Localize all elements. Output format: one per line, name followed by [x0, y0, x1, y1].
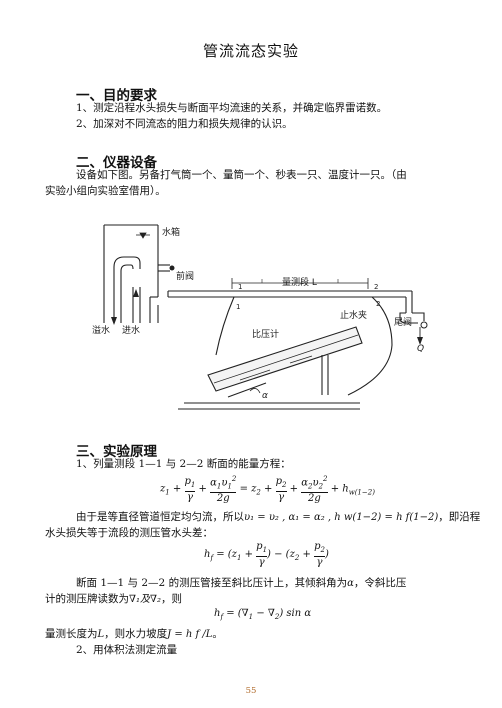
principle-line-5-end: ，则 — [160, 593, 182, 605]
principle-line-6: 量测长度为L，则水力坡度J = h f /L。 — [45, 626, 223, 643]
label-water-tank: 水箱 — [162, 226, 180, 238]
principle-line-4: 断面 1—1 与 2—2 的测压管接至斜比压计上，其倾斜角为α，令斜比压 — [76, 575, 406, 592]
label-point-2: 2 — [374, 283, 378, 291]
front-valve-icon — [169, 265, 175, 271]
principle-line-6-mid: ，则水力坡度 — [104, 628, 168, 640]
label-overflow: 溢水 — [92, 324, 110, 336]
label-point-1: 1 — [238, 283, 242, 291]
label-clamp: 止水夹 — [340, 309, 367, 321]
principle-line-3: 水头损失等于流段的测压管水头差： — [45, 527, 213, 539]
page-title: 管流流态实验 — [202, 42, 299, 60]
section-heading-objectives: 一、目的要求 — [76, 88, 157, 104]
page-number: 55 — [245, 686, 257, 696]
principle-line-6-L: L — [97, 629, 105, 640]
inflow-arrow — [133, 289, 139, 297]
principle-line-6-end: 。 — [212, 628, 223, 640]
principle-line-2-text: 由于是等直径管道恒定均匀流，所以 — [76, 511, 244, 523]
overflow-pipe — [113, 256, 141, 323]
equipment-text-line-1: 设备如下图。另备打气筒一个、量筒一个、秒表一只、温度计一只。（由 — [76, 169, 407, 181]
piezometer-tube-1 — [215, 296, 235, 356]
label-tail-valve: 尾阀 — [394, 317, 412, 328]
equipment-text-line-2: 实验小组向实验室借用）。 — [45, 185, 166, 197]
principle-line-1: 1、列量测段 1—1 与 2—2 断面的能量方程： — [76, 458, 291, 470]
outflow-arrow — [417, 337, 423, 345]
principle-line-5-text: 计的测压牌读数为 — [45, 593, 129, 605]
principle-line-6-math: J = h f /L — [167, 629, 213, 640]
tail-valve-icon — [420, 321, 428, 329]
svg-text:1: 1 — [236, 303, 240, 311]
principle-line-4-alpha: α — [347, 578, 354, 589]
principle-line-5-math: ∇₁及∇₂ — [129, 594, 161, 605]
label-inflow: 进水 — [122, 324, 140, 336]
overflow-arrow — [111, 317, 117, 325]
label-manometer: 比压计 — [252, 328, 279, 340]
water-level-icon — [139, 232, 147, 239]
label-measure-section: 量测段 L — [282, 276, 317, 288]
apparatus-diagram: 水箱 前阀 量测段 L 1 2 1 2 溢水 进水 止水夹 尾阀 比压计 α Q — [92, 224, 428, 410]
section-heading-equipment: 二、仪器设备 — [76, 155, 157, 171]
overflow-pipe-inner — [120, 264, 134, 323]
principle-line-2-math: υ₁ = υ₂ , α₁ = α₂ , h w(1−2) = h f(1−2) — [244, 512, 439, 523]
label-Q: Q — [417, 344, 424, 354]
principle-line-4-text: 断面 1—1 与 2—2 的测压管接至斜比压计上，其倾斜角为 — [76, 577, 348, 589]
principle-line-5: 计的测压牌读数为∇₁及∇₂，则 — [45, 591, 182, 608]
principle-line-7: 2、用体积法测定流量 — [76, 644, 178, 656]
section-heading-principle: 三、实验原理 — [76, 444, 157, 460]
principle-line-2-end: ，即沿程 — [438, 511, 481, 523]
label-front-valve: 前阀 — [176, 270, 194, 282]
svg-text:2: 2 — [376, 300, 380, 308]
principle-line-4-end: ，令斜比压 — [353, 577, 407, 589]
objective-item-2: 2、加深对不同流态的阻力和损失规律的认识。 — [76, 118, 293, 130]
principle-line-2: 由于是等直径管道恒定均匀流，所以υ₁ = υ₂ , α₁ = α₂ , h w(… — [76, 509, 480, 526]
label-alpha: α — [262, 391, 268, 401]
manometer-equation: hf = (∇1 − ∇2) sin α — [214, 608, 312, 621]
piezometer-tube-2 — [347, 296, 393, 396]
objective-item-1: 1、测定沿程水头损失与断面平均流速的关系，并确定临界雷诺数。 — [76, 102, 388, 114]
principle-line-6-text: 量测长度为 — [45, 628, 98, 640]
